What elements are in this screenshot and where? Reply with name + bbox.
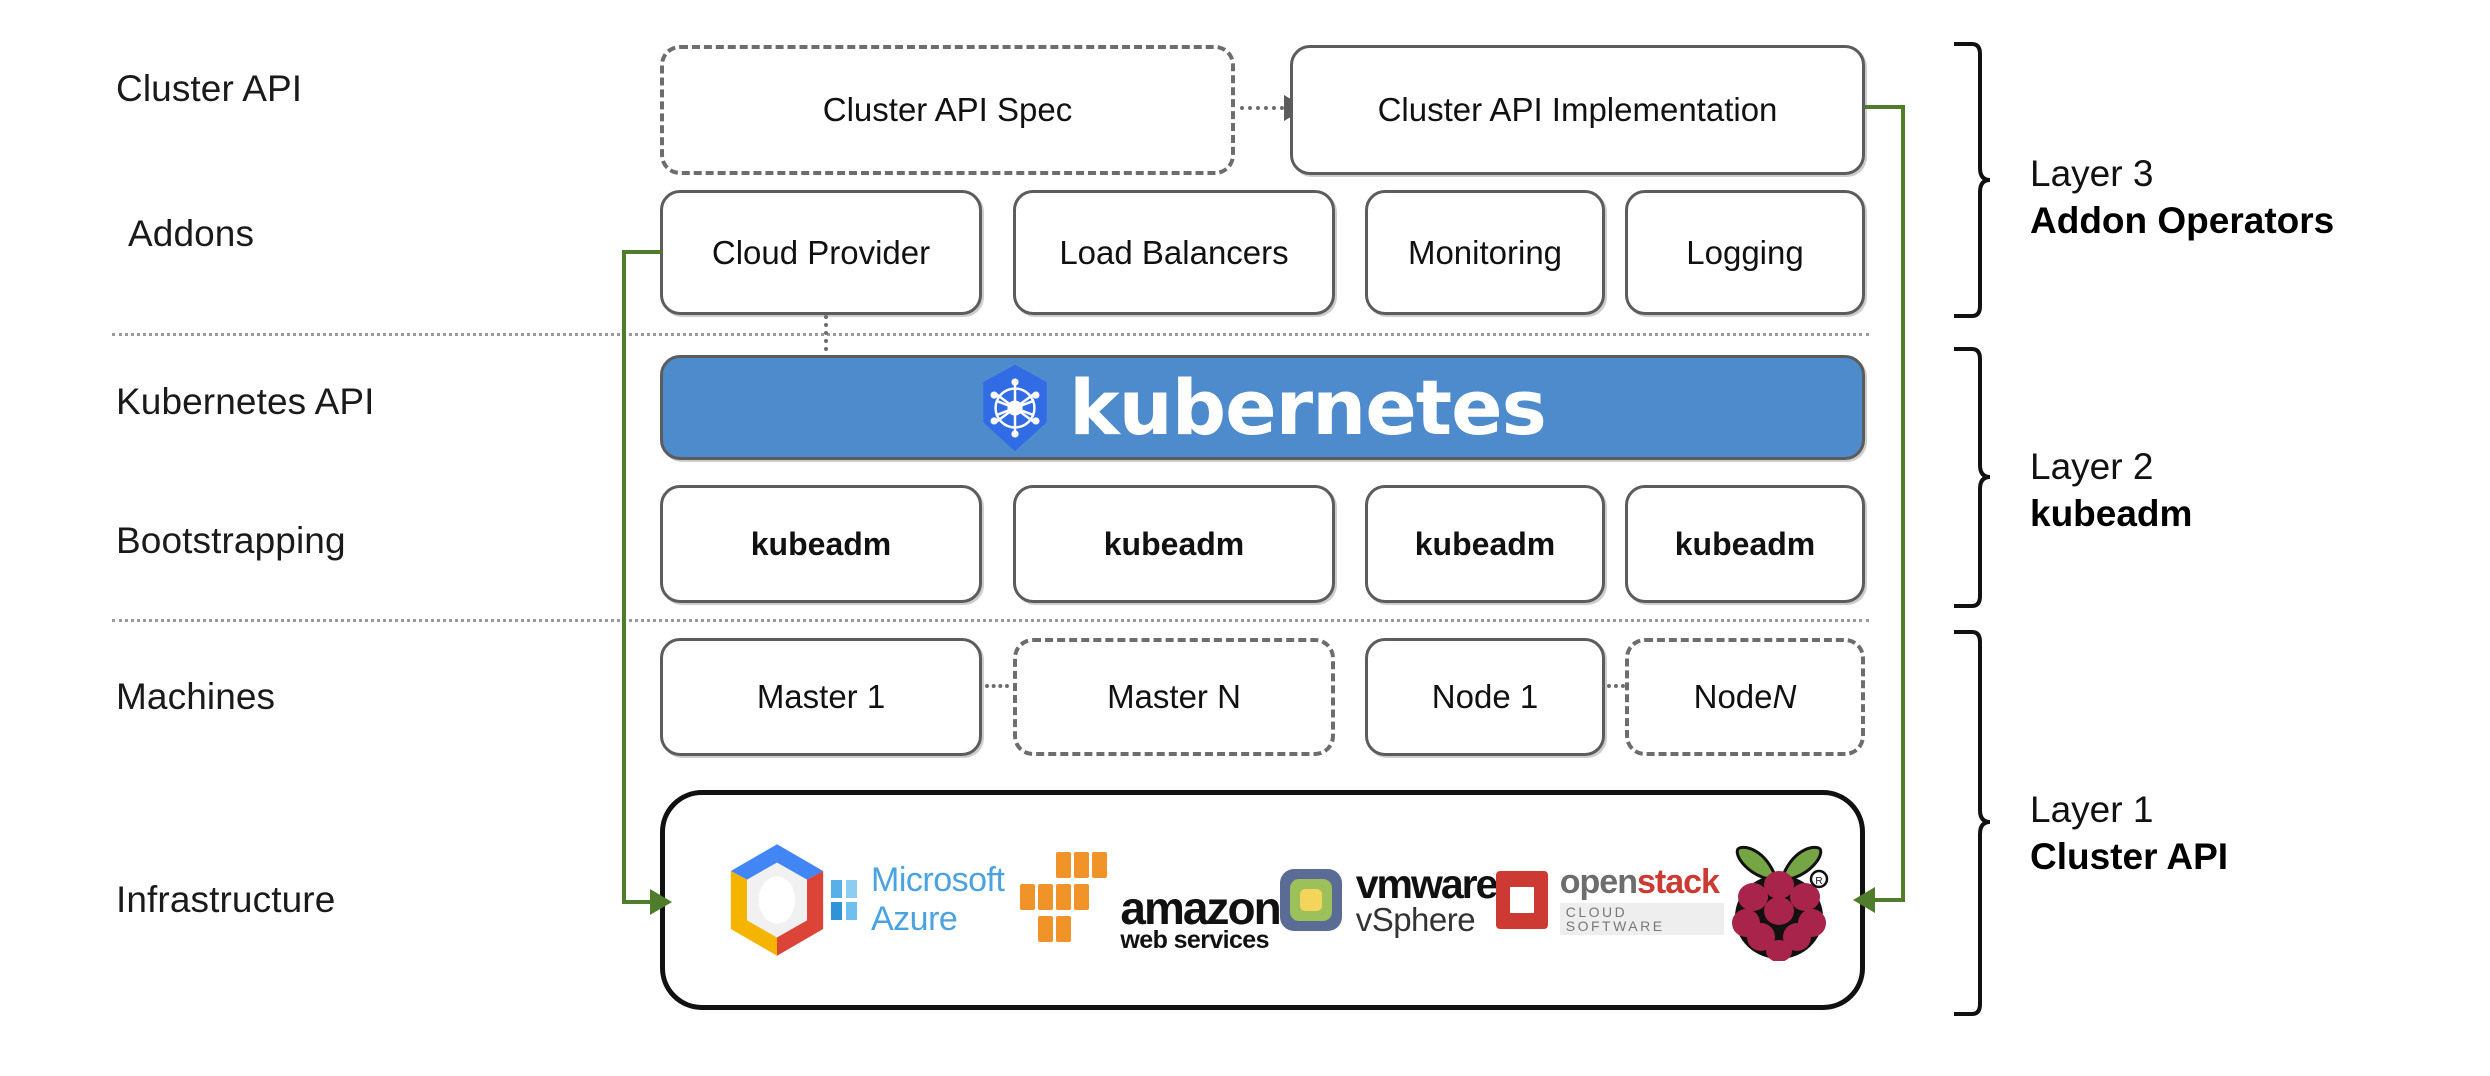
svg-text:R: R: [1815, 876, 1822, 887]
raspberry-pi-logo[interactable]: R: [1724, 839, 1834, 961]
box-master-n[interactable]: Master N: [1013, 638, 1335, 756]
kubernetes-wordmark: kubernetes: [1069, 363, 1547, 452]
row-label-addons: Addons: [128, 213, 255, 254]
box-cluster-api-spec[interactable]: Cluster API Spec: [660, 45, 1235, 175]
amazon-wordmark: amazon: [1120, 881, 1281, 934]
connector-cloud-provider-to-kubernetes: [824, 315, 828, 367]
brace-layer-1: [1954, 630, 1991, 1016]
box-label: kubeadm: [1414, 525, 1556, 562]
green-connector-right-top: [1865, 105, 1905, 109]
openstack-mark-icon: [1496, 871, 1548, 929]
kubernetes-banner[interactable]: kubernetes: [660, 355, 1865, 460]
layer-label-2: Layer 2 kubeadm: [2030, 443, 2192, 538]
microsoft-azure-logo[interactable]: Microsoft Azure: [831, 861, 1018, 939]
separator-layer2-layer1: [112, 619, 1869, 622]
box-kubeadm-4[interactable]: kubeadm: [1625, 485, 1865, 603]
box-kubeadm-1[interactable]: kubeadm: [660, 485, 982, 603]
row-label-cluster-api: Cluster API: [116, 68, 303, 109]
box-label: Load Balancers: [1059, 233, 1289, 271]
box-label: kubeadm: [1103, 525, 1245, 562]
green-arrowhead-left: [650, 889, 672, 915]
vsphere-wordmark: vSphere: [1355, 900, 1476, 938]
openstack-tagline: CLOUD SOFTWARE: [1559, 903, 1724, 935]
web-services-wordmark: web services: [1120, 926, 1269, 954]
vmware-vsphere-logo[interactable]: vmware vSphere: [1279, 860, 1499, 938]
green-connector-right-vertical: [1901, 105, 1905, 900]
separator-layer3-layer2: [112, 333, 1869, 336]
google-cloud-platform-logo[interactable]: [723, 841, 831, 959]
layer-2-line2: kubeadm: [2030, 493, 2193, 535]
vmware-wordmark: vmware: [1355, 860, 1499, 907]
box-label: Master 1: [756, 678, 886, 715]
box-label-italic: N: [1772, 678, 1797, 715]
box-label: Cloud Provider: [711, 233, 931, 271]
layer-1-line2: Cluster API: [2030, 836, 2229, 878]
aws-cubes-icon: [1020, 852, 1108, 942]
box-label: Node: [1693, 678, 1773, 715]
box-node-n[interactable]: Node N: [1625, 638, 1865, 756]
box-label: Monitoring: [1407, 233, 1563, 271]
brace-layer-2: [1954, 347, 1991, 608]
ellipsis-nodes: [1607, 684, 1625, 688]
openstack-stack-text: stack: [1636, 863, 1720, 901]
green-connector-left-vertical: [622, 250, 626, 904]
row-label-infrastructure: Infrastructure: [116, 879, 336, 920]
box-label: kubeadm: [1674, 525, 1816, 562]
amazon-web-services-logo[interactable]: amazon web services: [1018, 848, 1282, 954]
box-label: Node 1: [1431, 678, 1539, 715]
row-label-bootstrapping: Bootstrapping: [116, 520, 346, 561]
box-label: Cluster API Spec: [822, 91, 1073, 128]
green-connector-right-bottom: [1875, 898, 1905, 902]
kubernetes-helm-icon: [983, 364, 1047, 451]
box-monitoring[interactable]: Monitoring: [1365, 190, 1605, 315]
gcp-hexagon-icon: [730, 844, 824, 956]
box-label: Logging: [1686, 233, 1804, 271]
microsoft-window-icon: [831, 880, 857, 920]
box-label: Master N: [1107, 678, 1241, 715]
box-cluster-api-implementation[interactable]: Cluster API Implementation: [1290, 45, 1865, 175]
box-master-1[interactable]: Master 1: [660, 638, 982, 756]
box-node-1[interactable]: Node 1: [1365, 638, 1605, 756]
box-cloud-provider[interactable]: Cloud Provider: [660, 190, 982, 315]
row-label-kubernetes-api: Kubernetes API: [116, 381, 375, 422]
layer-3-line1: Layer 3: [2030, 153, 2154, 194]
azure-wordmark: Microsoft Azure: [871, 861, 1005, 938]
openstack-open-text: open: [1559, 863, 1638, 901]
raspberry-pi-icon: R: [1731, 845, 1828, 961]
box-label: Cluster API Implementation: [1377, 91, 1778, 128]
box-kubeadm-3[interactable]: kubeadm: [1365, 485, 1605, 603]
green-connector-left-bottom: [622, 900, 652, 904]
vsphere-tile-icon: [1279, 869, 1342, 931]
box-load-balancers[interactable]: Load Balancers: [1013, 190, 1335, 315]
layer-2-line1: Layer 2: [2030, 446, 2154, 487]
box-label: kubeadm: [750, 525, 892, 562]
layer-label-1: Layer 1 Cluster API: [2030, 786, 2228, 881]
layer-3-line2: Addon Operators: [2030, 200, 2335, 242]
box-infrastructure[interactable]: Microsoft Azure amazon web ser: [660, 790, 1865, 1010]
box-logging[interactable]: Logging: [1625, 190, 1865, 315]
box-kubeadm-2[interactable]: kubeadm: [1013, 485, 1335, 603]
green-arrowhead-right: [1853, 887, 1875, 913]
layer-1-line1: Layer 1: [2030, 789, 2154, 830]
brace-layer-3: [1954, 42, 1991, 318]
green-connector-left-top: [622, 250, 662, 254]
row-label-machines: Machines: [116, 676, 276, 717]
layer-label-3: Layer 3 Addon Operators: [2030, 150, 2334, 245]
openstack-logo[interactable]: openstack CLOUD SOFTWARE: [1496, 863, 1724, 935]
ellipsis-masters: [985, 684, 1009, 688]
